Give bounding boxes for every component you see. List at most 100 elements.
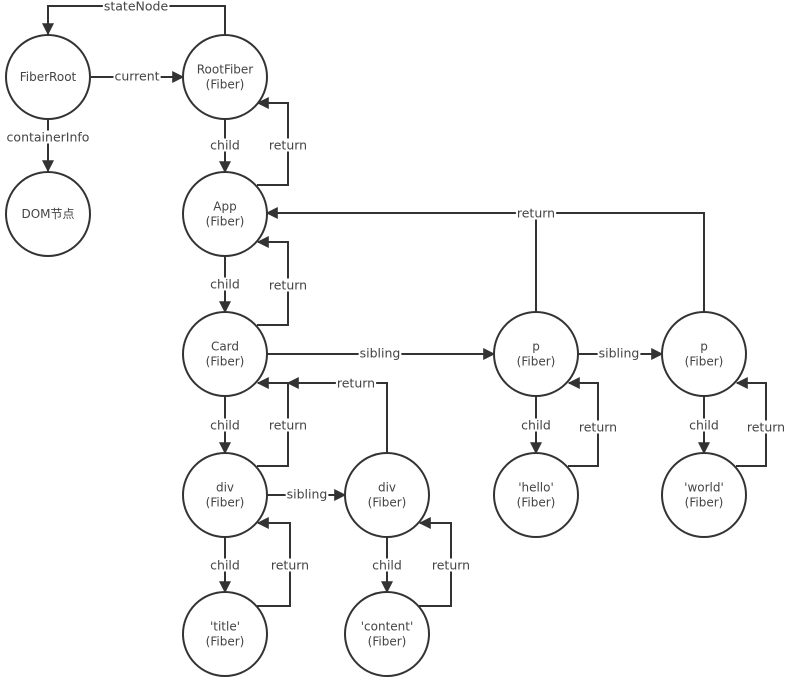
edge-label-text: child (210, 277, 240, 292)
edge-label-background (430, 558, 472, 572)
edge-label-p-return-app: return (515, 206, 557, 221)
node-label: (Fiber) (517, 496, 556, 510)
node-label: 'content' (361, 620, 414, 634)
node-label: (Fiber) (368, 496, 407, 510)
edge-label-world-return-p2: return (745, 420, 787, 435)
node-circle (661, 311, 747, 397)
node-label: (Fiber) (206, 635, 245, 649)
node-circle (661, 452, 747, 538)
node-label: (Fiber) (206, 496, 245, 510)
node-circle (493, 311, 579, 397)
node-hello: 'hello'(Fiber) (493, 452, 579, 538)
node-circle (493, 452, 579, 538)
edge-label-background (102, 0, 170, 13)
edge-label-div1-return-card: return (267, 418, 309, 433)
edge-label-background (209, 277, 241, 291)
edge-label-card-return-app: return (267, 278, 309, 293)
edge-div2-return-card (286, 377, 388, 453)
node-p2: p(Fiber) (661, 311, 747, 397)
node-label: 'world' (684, 481, 724, 495)
edge-line-branch (536, 212, 705, 312)
node-label: (Fiber) (685, 496, 724, 510)
edge-label-hello-return-p1: return (577, 420, 619, 435)
edge-label-p1-sibling-p2: sibling (597, 346, 641, 361)
edge-label-background (113, 69, 161, 83)
edge-label-background (577, 420, 619, 434)
edge-label-background (209, 558, 241, 572)
node-label: RootFiber (197, 63, 254, 77)
edge-label-background (267, 278, 309, 292)
node-label: p (532, 340, 540, 354)
edge-label-div1-sibling-div2: sibling (285, 487, 329, 502)
node-circle (5, 171, 91, 257)
edge-label-background (209, 138, 241, 152)
edge-label-div2-return-card: return (335, 376, 377, 391)
node-dom: DOM节点 (5, 171, 91, 257)
edge-label-title-return-div1: return (269, 558, 311, 573)
edge-label-background (267, 418, 309, 432)
edge-label-fiberroot-containerinfo-dom: containerInfo (5, 130, 91, 145)
node-circle (182, 34, 268, 120)
edge-label-p2-child-world: child (688, 418, 720, 433)
edge-label-text: return (271, 558, 309, 573)
node-label: 'hello' (518, 481, 554, 495)
node-label: div (216, 481, 234, 495)
edge-label-text: return (337, 376, 375, 391)
edge-label-text: return (579, 420, 617, 435)
edge-label-text: child (521, 418, 551, 433)
node-rootfiber: RootFiber(Fiber) (182, 34, 268, 120)
edge-label-text: return (269, 278, 307, 293)
edge-label-text: sibling (599, 346, 640, 361)
node-fiberroot: FiberRoot (5, 34, 91, 120)
edge-label-card-sibling-p1: sibling (358, 346, 402, 361)
node-circle (182, 311, 268, 397)
edge-label-background (285, 487, 329, 501)
node-label: (Fiber) (685, 355, 724, 369)
node-label: (Fiber) (206, 215, 245, 229)
edge-label-text: return (747, 420, 785, 435)
edge-label-text: return (432, 558, 470, 573)
edge-p-return-app (265, 207, 705, 312)
edge-labels-layer: stateNode current containerInfo child return… (5, 0, 787, 573)
node-circle (344, 591, 430, 677)
edge-label-div2-child-content: child (371, 558, 403, 573)
node-circle (182, 591, 268, 677)
edge-label-rootfiber-child-app: child (209, 138, 241, 153)
edge-label-text: child (372, 558, 402, 573)
node-label: (Fiber) (206, 78, 245, 92)
edge-label-text: current (114, 69, 159, 84)
edge-line (286, 377, 388, 453)
node-circle (5, 34, 91, 120)
node-label: (Fiber) (368, 635, 407, 649)
edge-line (265, 207, 537, 312)
node-label: DOM节点 (21, 207, 74, 221)
edge-label-text: sibling (360, 346, 401, 361)
edge-label-card-child-div1: child (209, 418, 241, 433)
node-label: p (700, 340, 708, 354)
node-world: 'world'(Fiber) (661, 452, 747, 538)
edge-label-text: child (210, 418, 240, 433)
edge-label-rootfiber-statenode-fiberroot: stateNode (102, 0, 170, 14)
node-label: (Fiber) (206, 355, 245, 369)
edge-label-text: child (210, 138, 240, 153)
edge-label-text: return (517, 206, 555, 221)
edge-label-background (269, 558, 311, 572)
edge-label-p1-child-hello: child (520, 418, 552, 433)
edge-label-background (515, 206, 557, 220)
edge-label-background (745, 420, 787, 434)
node-div2: div(Fiber) (344, 452, 430, 538)
node-p1: p(Fiber) (493, 311, 579, 397)
edge-label-background (358, 346, 402, 360)
edge-label-background (597, 346, 641, 360)
edge-label-background (5, 130, 91, 144)
edge-label-background (520, 418, 552, 432)
node-label: 'title' (210, 620, 240, 634)
node-label: (Fiber) (517, 355, 556, 369)
node-card: Card(Fiber) (182, 311, 268, 397)
edge-label-background (267, 138, 309, 152)
node-title: 'title'(Fiber) (182, 591, 268, 677)
nodes-layer: FiberRootDOM节点RootFiber(Fiber)App(Fiber)… (5, 34, 747, 677)
edge-label-app-return-rootfiber: return (267, 138, 309, 153)
node-circle (182, 452, 268, 538)
